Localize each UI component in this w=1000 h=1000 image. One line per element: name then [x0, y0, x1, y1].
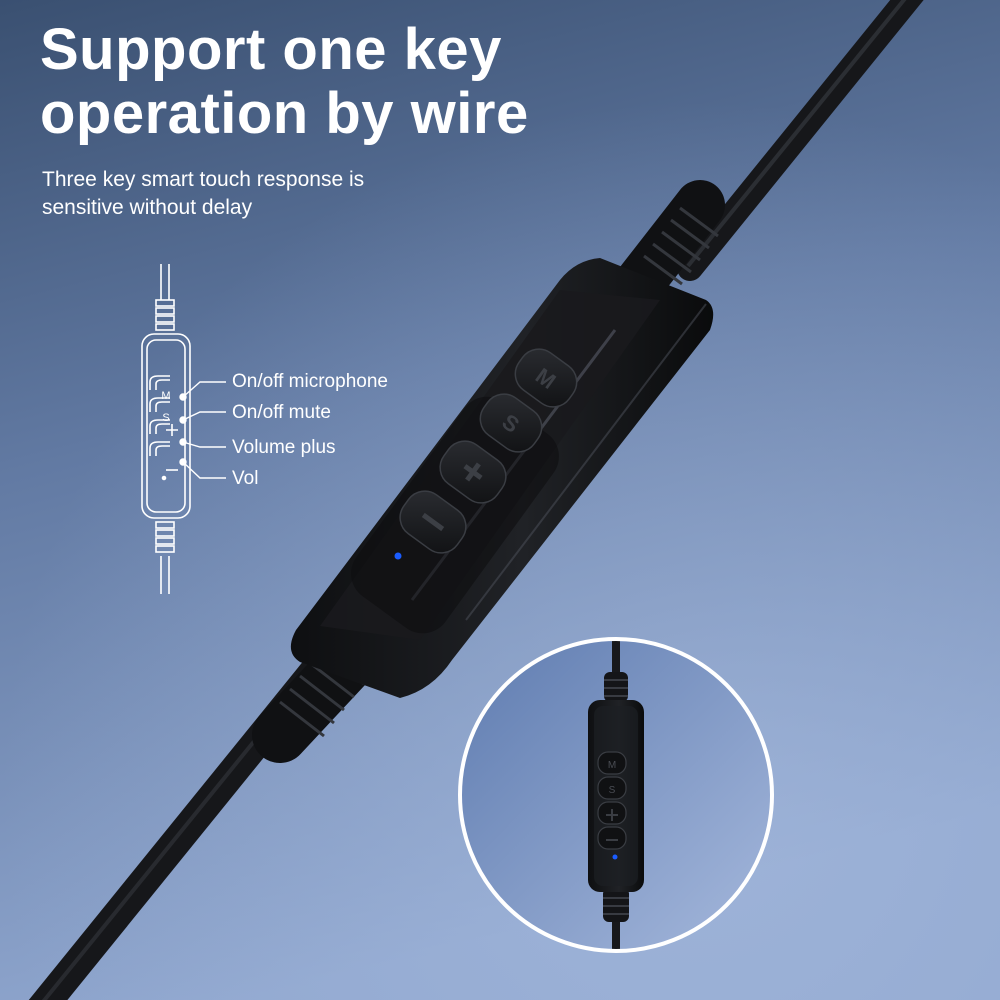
label-microphone: On/off microphone	[232, 371, 388, 392]
inset-indicator-led	[612, 854, 618, 860]
inset-key-letter-s: S	[609, 785, 616, 796]
remote-diagram	[141, 264, 226, 594]
remote-key-s[interactable]: S	[472, 386, 549, 460]
diagram-key-letter-s: S	[162, 412, 169, 424]
diagram-strain-relief-top	[155, 299, 175, 331]
remote-control: M S	[290, 258, 714, 698]
plus-icon	[463, 462, 483, 482]
minus-icon	[421, 512, 445, 532]
headline-line-2: operation by wire	[40, 81, 529, 146]
indicator-led	[394, 552, 402, 560]
remote-key-m[interactable]: M	[507, 341, 584, 415]
subheadline-line-1: Three key smart touch response is	[42, 168, 365, 191]
inset-strain-relief-bottom	[603, 888, 629, 922]
inset-strain-relief-top	[604, 672, 628, 702]
inset-circle-border	[458, 637, 774, 953]
diagram-body	[141, 333, 191, 519]
subheadline: Three key smart touch response is sensit…	[42, 166, 364, 222]
subheadline-line-2: sensitive without delay	[42, 196, 253, 219]
headline: Support one key operation by wire	[40, 18, 529, 146]
diagram-leader-lines	[179, 381, 226, 479]
headline-line-1: Support one key	[40, 17, 502, 82]
diagram-keys	[149, 375, 178, 471]
strain-relief-top	[615, 180, 725, 307]
remote-key-minus[interactable]	[392, 483, 474, 561]
inset-key-letter-m: M	[608, 760, 616, 771]
label-volume-plus: Volume plus	[232, 437, 336, 458]
remote-key-plus[interactable]	[432, 433, 514, 511]
label-volume-minus: Vol	[232, 468, 259, 489]
diagram-key-letter-m: M	[161, 390, 170, 402]
diagram-strain-relief-bottom	[155, 521, 175, 553]
label-mute: On/off mute	[232, 402, 331, 423]
inset-view	[458, 637, 774, 953]
